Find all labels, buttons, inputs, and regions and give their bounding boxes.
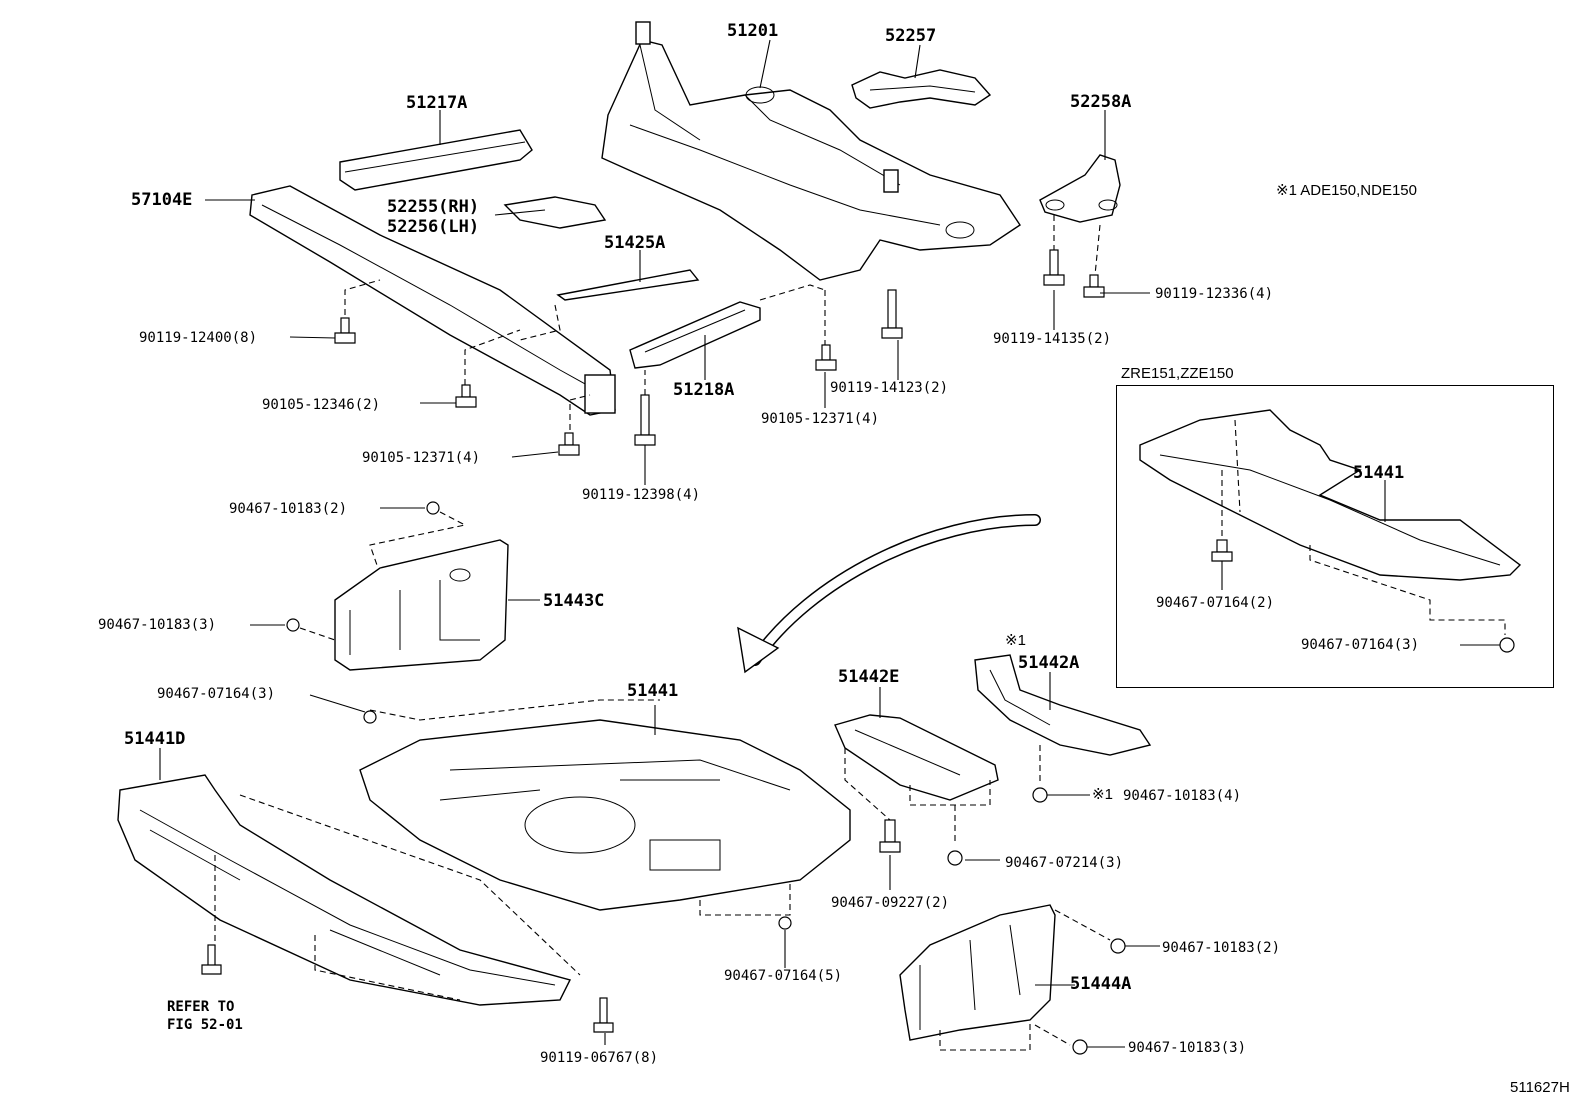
fastener-90467-07164-3b: 90467-07164(3) — [1301, 637, 1420, 653]
callout-51442a: 51442A — [1018, 653, 1080, 673]
fastener-90105-12371-b: 90105-12371(4) — [362, 450, 481, 466]
fastener-90467-09227: 90467-09227(2) — [831, 895, 950, 911]
callout-51218a: 51218A — [673, 380, 735, 400]
cover-51442a — [974, 654, 1152, 756]
callout-52255-rh: 52255(RH) — [387, 197, 480, 217]
bolt-icon — [201, 944, 614, 1033]
inset-title: ZRE151,ZZE150 — [1121, 365, 1234, 382]
fastener-90467-07164-5: 90467-07164(5) — [724, 968, 843, 984]
fastener-90467-10183-4: 90467-10183(4) — [1123, 788, 1242, 804]
callout-51441d: 51441D — [124, 729, 186, 749]
fastener-90467-07164-2: 90467-07164(2) — [1156, 595, 1275, 611]
clip-icon — [363, 710, 792, 930]
callout-51201: 51201 — [727, 21, 779, 41]
fastener-90467-10183-3b: 90467-10183(3) — [1128, 1040, 1247, 1056]
fastener-90467-10183-3a: 90467-10183(3) — [98, 617, 217, 633]
bracket-51218a — [629, 301, 761, 369]
fastener-90119-12400: 90119-12400(8) — [139, 330, 258, 346]
fastener-90105-12346: 90105-12346(2) — [262, 397, 381, 413]
callout-52256-lh: 52256(LH) — [387, 217, 480, 237]
grommet-icon — [1211, 539, 1515, 653]
fastener-90119-12336: 90119-12336(4) — [1155, 286, 1274, 302]
fastener-90467-10183-2b: 90467-10183(2) — [1162, 940, 1281, 956]
clip-icon — [879, 819, 963, 866]
guide-lines-51441d — [214, 794, 581, 1001]
inset-frame — [1116, 385, 1554, 688]
refer-note: REFER TO FIG 52-01 — [167, 999, 243, 1033]
callout-52258a: 52258A — [1070, 92, 1132, 112]
cover-51443c — [334, 539, 509, 671]
leader-lines-upper — [289, 290, 1150, 485]
callout-52257: 52257 — [885, 26, 937, 46]
fastener-90467-07214: 90467-07214(3) — [1005, 855, 1124, 871]
applicability-note: ※1 ADE150,NDE150 — [1276, 182, 1417, 199]
curved-arrow-icon — [749, 514, 1041, 666]
bolt-icon — [334, 249, 1105, 456]
applicability-mark-b: ※1 — [1092, 786, 1113, 803]
fastener-90105-12371-a: 90105-12371(4) — [761, 411, 880, 427]
plate-51442e — [834, 714, 999, 801]
guide-lines-51441 — [369, 699, 791, 916]
callout-51442e: 51442E — [838, 667, 900, 687]
fastener-90119-14123: 90119-14123(2) — [830, 380, 949, 396]
callout-51425a: 51425A — [604, 233, 666, 253]
cover-51444a — [899, 904, 1056, 1041]
fastener-90119-06767: 90119-06767(8) — [540, 1050, 659, 1066]
callout-51444a: 51444A — [1070, 974, 1132, 994]
guide-lines-51442e — [844, 748, 991, 845]
reinforcement-51217a — [339, 129, 533, 191]
callout-57104e: 57104E — [131, 190, 193, 210]
callout-51441: 51441 — [627, 681, 679, 701]
callout-51443c: 51443C — [543, 591, 605, 611]
fastener-90119-14135: 90119-14135(2) — [993, 331, 1112, 347]
undercover-51441 — [359, 719, 851, 911]
applicability-mark-a: ※1 — [1005, 632, 1026, 649]
guide-lines-inset — [1221, 419, 1506, 635]
clip-icon — [1032, 787, 1048, 803]
guide-lines-51444a — [939, 909, 1111, 1051]
fastener-90467-07164-3a: 90467-07164(3) — [157, 686, 276, 702]
bracket-52258a — [1039, 154, 1121, 223]
diagram-id: 511627H — [1510, 1079, 1570, 1096]
member-57104e — [249, 185, 616, 416]
bar-51425a — [556, 269, 700, 301]
guide-lines-51443c — [299, 511, 467, 641]
undercover-51441-inset — [1139, 409, 1522, 581]
clip-icon — [286, 501, 440, 632]
brace-52257 — [851, 69, 992, 109]
callout-51441-inset: 51441 — [1353, 463, 1405, 483]
crossmember-51201 — [601, 21, 1021, 281]
fastener-90467-10183-2a: 90467-10183(2) — [229, 501, 348, 517]
guide-lines-upper — [344, 215, 1101, 430]
fastener-90119-12398: 90119-12398(4) — [582, 487, 701, 503]
bracket-52255-52256 — [503, 196, 607, 229]
callout-51217a: 51217A — [406, 93, 468, 113]
spoiler-51441d — [117, 774, 572, 1006]
clip-icon — [1072, 938, 1126, 1055]
